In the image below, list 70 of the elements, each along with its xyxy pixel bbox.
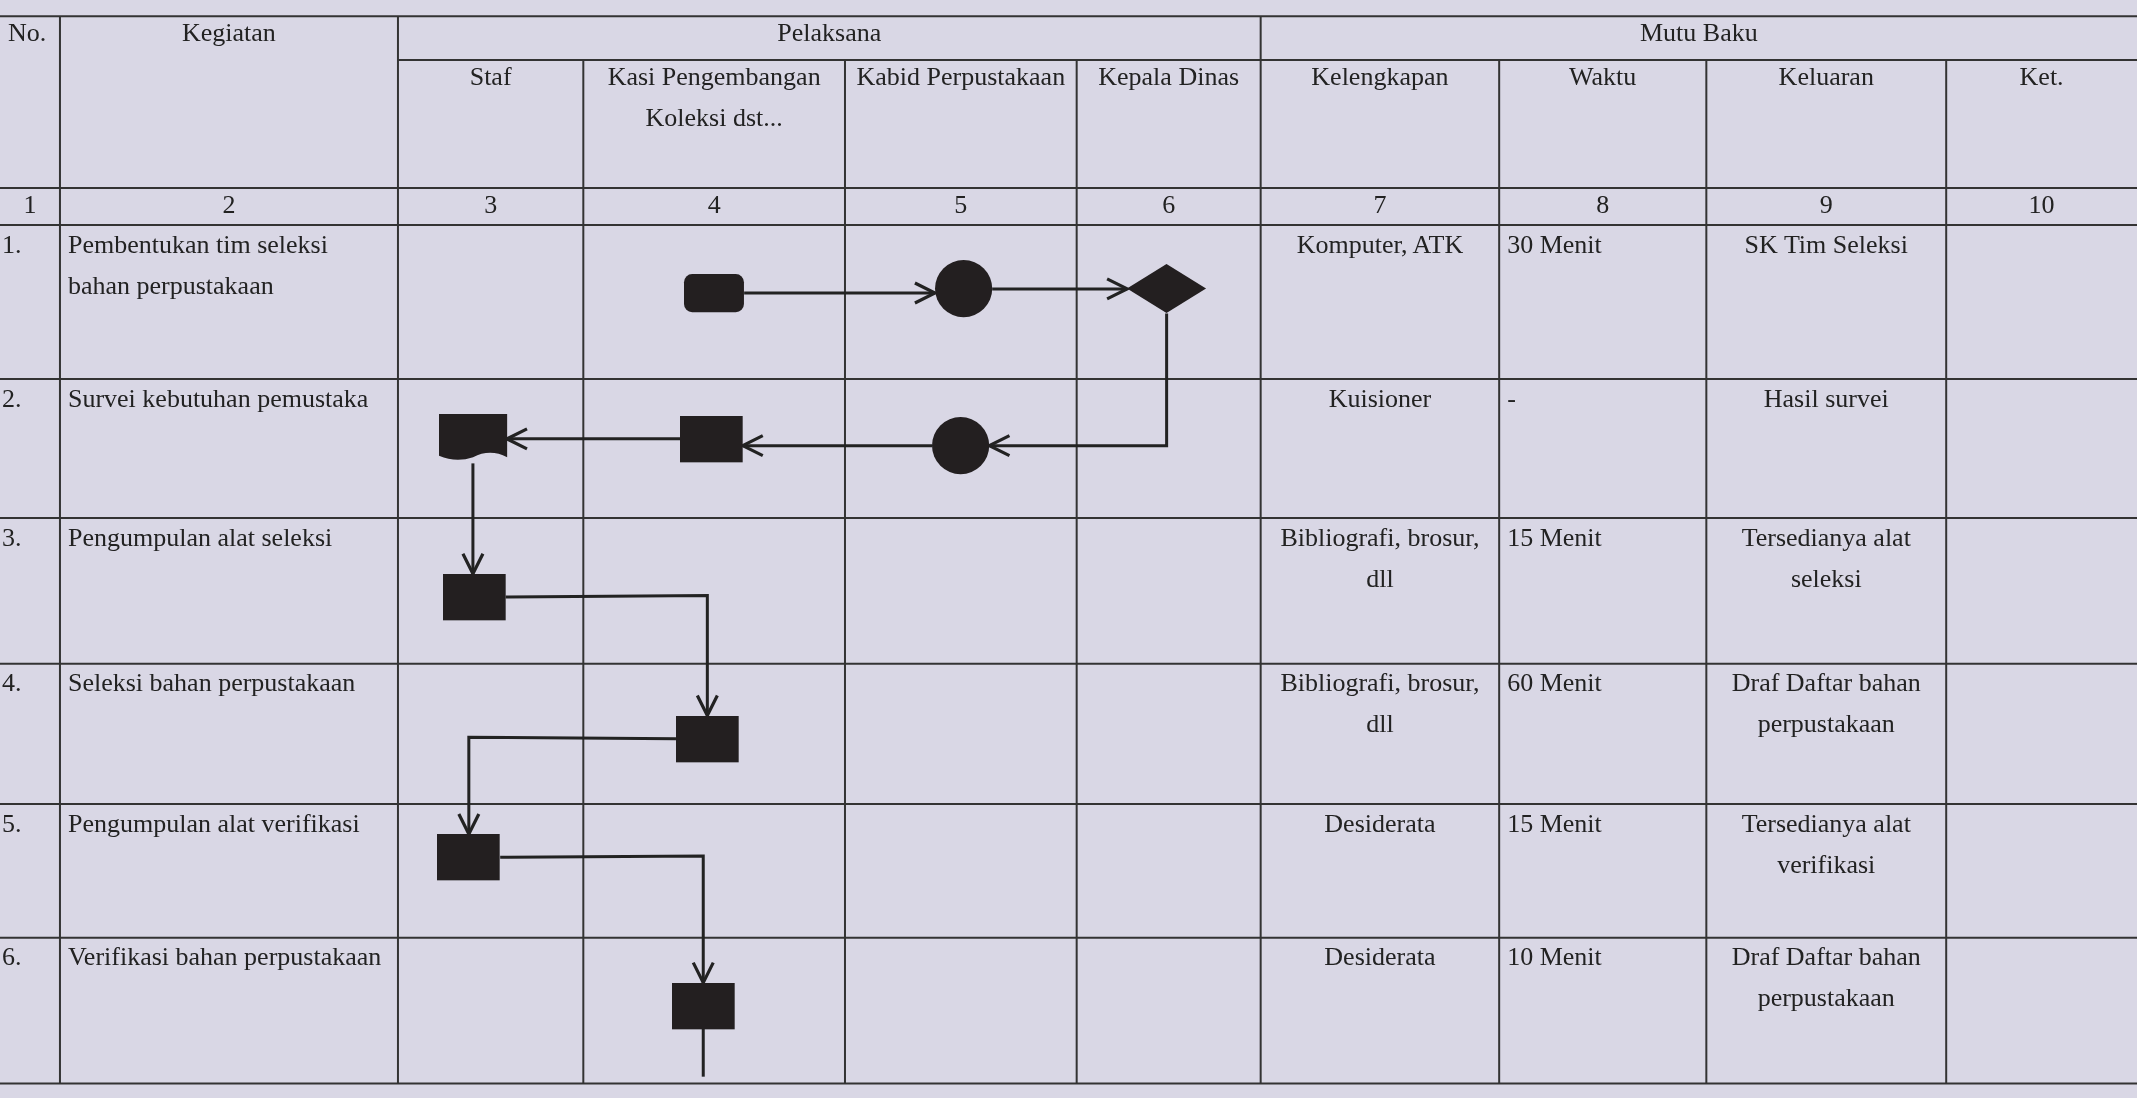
decision-diamond [1127,264,1207,314]
activity-text: Seleksi bahan perpustakaan [66,667,357,700]
column-number: 5 [953,189,969,222]
process-box [676,715,739,762]
activity-text: Pembentukan tim seleksi bahan perpustakaan [66,228,329,302]
header-text: Waktu [1568,60,1638,93]
equipment-text: Desiderata [1323,807,1437,840]
activity-text: Pengumpulan alat verifikasi [66,807,361,840]
arrow [457,735,676,836]
header-text: Staf [468,60,513,93]
time-text: 10 Menit [1506,941,1603,974]
time-text: 15 Menit [1506,521,1603,554]
column-number: 8 [1595,189,1611,222]
process-box [671,982,735,1029]
output-text: SK Tim Seleksi [1743,228,1909,261]
header-text: Ket. [2018,60,2065,93]
activity-text: Verifikasi bahan perpustakaan [66,941,383,974]
column-number: 7 [1372,189,1388,222]
output-text: Draf Daftar bahan perpustakaan [1730,941,1922,1015]
column-number: 1 [22,189,38,222]
header-text: Mutu Baku [1638,17,1759,50]
activity-text: Pengumpulan alat seleksi [66,521,334,554]
arrow [505,594,719,718]
equipment-text: Kuisioner [1327,382,1433,415]
arrow [744,281,937,305]
column-number: 3 [483,189,499,222]
arrow [992,277,1129,301]
time-text: 15 Menit [1506,807,1603,840]
header-text: Kasi Pengembangan Koleksi dst... [606,60,822,134]
row-number: 4. [1,667,23,700]
header-text: Kegiatan [181,17,277,50]
circle-symbol [932,417,990,475]
header-text: Keluaran [1777,60,1875,93]
column-number: 6 [1161,189,1177,222]
row-number: 3. [1,521,23,554]
time-text: - [1506,382,1517,415]
process-box [680,415,743,462]
column-number: 9 [1818,189,1834,222]
equipment-text: Bibliografi, brosur, dll [1279,521,1481,595]
time-text: 30 Menit [1506,228,1603,261]
process-box [684,273,745,313]
output-text: Draf Daftar bahan perpustakaan [1730,667,1922,741]
row-number: 5. [1,807,23,840]
arrow [505,427,681,451]
output-text: Hasil survei [1762,382,1890,415]
circle-symbol [934,260,993,318]
column-number: 4 [706,189,722,222]
activity-text: Survei kebutuhan pemustaka [66,382,370,415]
header-text: Kelengkapan [1310,60,1450,93]
process-box [437,834,501,881]
arrow [461,463,485,576]
header-text: No. [7,17,48,50]
arrow [500,854,715,985]
row-number: 1. [1,228,23,261]
output-text: Tersedianya alat verifikasi [1740,807,1912,881]
column-number: 10 [2027,189,2056,222]
header-text: Kabid Perpustakaan [855,60,1067,93]
row-number: 6. [1,941,23,974]
row-number: 2. [1,382,23,415]
process-box [442,573,506,621]
output-text: Tersedianya alat seleksi [1740,521,1912,595]
header-text: Kepala Dinas [1097,60,1241,93]
column-number: 2 [221,189,237,222]
time-text: 60 Menit [1506,667,1603,700]
arrow [741,434,933,458]
connector-line [701,1029,705,1077]
header-text: Pelaksana [776,17,883,50]
equipment-text: Komputer, ATK [1295,228,1465,261]
equipment-text: Desiderata [1323,941,1437,974]
equipment-text: Bibliografi, brosur, dll [1279,667,1481,741]
